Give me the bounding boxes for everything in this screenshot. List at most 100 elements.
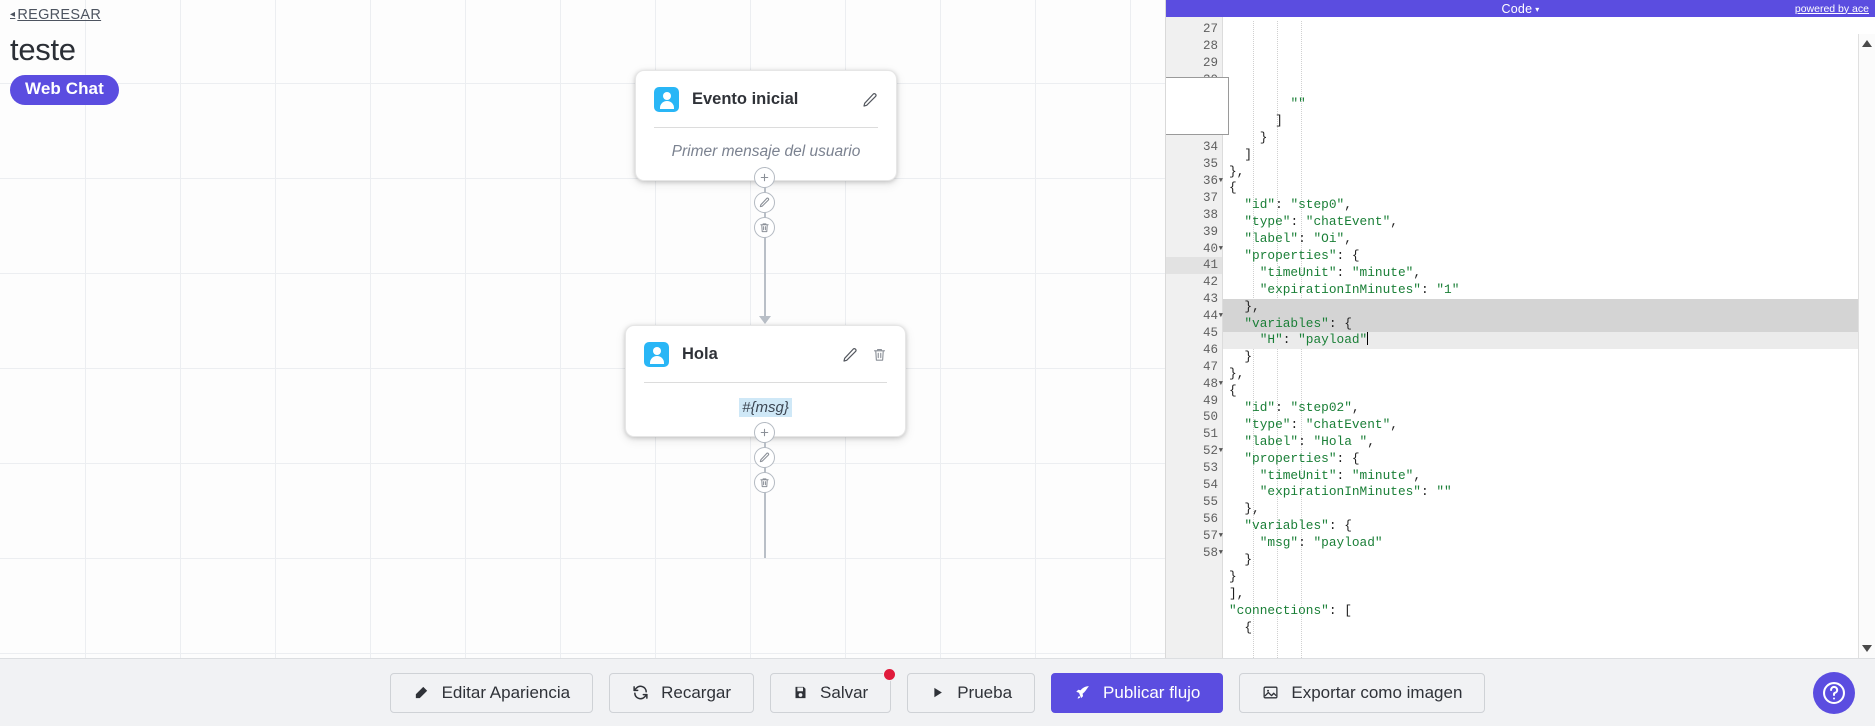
code-panel-title[interactable]: Code▾: [1166, 2, 1875, 16]
code-line[interactable]: "type": "chatEvent",: [1244, 214, 1398, 230]
divider: [654, 127, 878, 128]
powered-by-link[interactable]: powered by ace: [1794, 2, 1869, 15]
code-line[interactable]: "msg": "payload": [1259, 535, 1383, 551]
flow-node-evento-inicial[interactable]: Evento inicial Primer mensaje del usuari…: [635, 70, 897, 181]
chevron-right-icon: ❯: [1166, 93, 1167, 119]
fold-arrow-icon: ▼: [1218, 447, 1223, 456]
triangle-down-icon[interactable]: [1862, 645, 1872, 652]
export-image-button[interactable]: Exportar como imagen: [1239, 672, 1486, 713]
fold-arrow-icon: ▼: [1218, 531, 1223, 540]
code-line[interactable]: "properties": {: [1244, 248, 1360, 264]
triangle-up-icon[interactable]: [1862, 40, 1872, 47]
code-line[interactable]: }: [1229, 552, 1253, 568]
line-number: 45: [1202, 326, 1218, 341]
line-number: 48▼: [1202, 376, 1223, 391]
code-line[interactable]: "properties": {: [1244, 450, 1360, 466]
code-line[interactable]: "timeUnit": "minute",: [1259, 467, 1421, 483]
publish-flow-button[interactable]: Publicar flujo: [1051, 672, 1224, 713]
code-line[interactable]: "type": "chatEvent",: [1244, 416, 1398, 432]
code-line[interactable]: "label": "Oi",: [1244, 231, 1352, 247]
delete-connection-button[interactable]: [754, 472, 775, 493]
delete-connection-button[interactable]: [754, 217, 775, 238]
add-node-button[interactable]: [754, 167, 775, 188]
chevron-down-icon: ▾: [1535, 4, 1540, 14]
help-button[interactable]: [1813, 672, 1855, 714]
flow-node-hola[interactable]: Hola #{msg}: [625, 325, 906, 437]
code-editor-panel[interactable]: Code▾ powered by ace 272829303132▼333435…: [1165, 0, 1875, 658]
reload-button[interactable]: Recargar: [609, 672, 755, 713]
line-number: 54: [1202, 478, 1218, 493]
divider: [644, 382, 887, 383]
code-line[interactable]: }: [1229, 129, 1268, 145]
code-line[interactable]: "id": "step02",: [1244, 400, 1360, 416]
save-button[interactable]: Salvar: [770, 667, 897, 713]
line-number: 36▼: [1202, 174, 1223, 189]
connector-tools-1: [754, 167, 775, 238]
code-line[interactable]: ]: [1229, 112, 1283, 128]
connector-arrow-1: [759, 316, 771, 324]
code-line[interactable]: },: [1229, 501, 1260, 517]
line-number: 35: [1202, 157, 1218, 172]
code-line[interactable]: "timeUnit": "minute",: [1259, 264, 1421, 280]
code-line[interactable]: {: [1229, 619, 1253, 635]
code-line[interactable]: "variables": {: [1244, 518, 1352, 534]
line-number: 28: [1202, 38, 1218, 53]
edit-connection-button[interactable]: [754, 447, 775, 468]
code-line[interactable]: "label": "Hola ",: [1244, 433, 1375, 449]
edit-connection-button[interactable]: [754, 192, 775, 213]
code-line[interactable]: ],: [1229, 585, 1245, 601]
code-line[interactable]: {: [1229, 180, 1237, 196]
channel-badge: Web Chat: [10, 75, 119, 105]
refresh-icon: [632, 684, 649, 701]
edit-appearance-button[interactable]: Editar Apariencia: [389, 672, 594, 713]
button-label: Prueba: [957, 682, 1013, 702]
code-line[interactable]: "": [1290, 96, 1306, 111]
code-line[interactable]: }: [1229, 349, 1253, 365]
code-line[interactable]: },: [1229, 163, 1245, 179]
code-line[interactable]: "id": "step0",: [1244, 197, 1352, 213]
code-line[interactable]: {: [1229, 383, 1237, 399]
pencil-icon[interactable]: [862, 92, 878, 108]
button-label: Publicar flujo: [1103, 682, 1201, 702]
pencil-icon[interactable]: [842, 347, 858, 363]
line-number: 58▼: [1202, 545, 1223, 560]
line-number: 50: [1202, 410, 1218, 425]
connector-line-1: [764, 167, 766, 322]
connector-tools-2: [754, 422, 775, 493]
line-number: 27: [1202, 22, 1218, 36]
node-title: Evento inicial: [692, 90, 799, 108]
save-icon: [793, 685, 808, 700]
node-header: Evento inicial: [636, 71, 896, 127]
line-number: 39: [1202, 224, 1218, 239]
code-line[interactable]: },: [1229, 366, 1245, 382]
code-line[interactable]: "connections": [: [1229, 602, 1352, 618]
line-number: 34: [1202, 140, 1218, 155]
code-line[interactable]: "H": "payload": [1223, 332, 1875, 350]
line-number: 41: [1166, 257, 1222, 275]
code-line[interactable]: }: [1229, 568, 1237, 584]
node-title: Hola: [682, 345, 718, 363]
code-line[interactable]: "expirationInMinutes": "": [1259, 484, 1452, 500]
flow-canvas[interactable]: ◂REGRESAR teste Web Chat Evento inicial …: [0, 0, 1165, 658]
line-number: 44▼: [1202, 309, 1223, 324]
test-button[interactable]: Prueba: [907, 672, 1036, 713]
trash-icon[interactable]: [872, 347, 887, 362]
code-fold-widget[interactable]: ❯: [1166, 77, 1229, 135]
back-link-label: REGRESAR: [17, 7, 102, 23]
bottom-toolbar: Editar Apariencia Recargar Salvar Prueba Pub…: [0, 658, 1875, 726]
code-area[interactable]: 272829303132▼33343536▼37383940▼41424344▼…: [1166, 17, 1875, 658]
page-title: teste: [10, 32, 76, 67]
add-node-button[interactable]: [754, 422, 775, 443]
code-line[interactable]: "expirationInMinutes": "1": [1259, 281, 1460, 297]
line-number: 40▼: [1202, 241, 1223, 256]
code-line[interactable]: ]: [1229, 146, 1253, 162]
code-line[interactable]: },: [1223, 298, 1875, 316]
back-link[interactable]: ◂REGRESAR: [10, 7, 101, 23]
rocket-icon: [1074, 684, 1091, 701]
node-body: Primer mensaje del usuario: [671, 143, 861, 160]
code-line[interactable]: "variables": {: [1223, 315, 1875, 333]
code-panel-titlebar: Code▾ powered by ace: [1166, 0, 1875, 17]
code-content[interactable]: "" ] } ]},{ "id": "step0", "type": "chat…: [1223, 17, 1875, 658]
edit-square-icon: [413, 684, 430, 701]
code-vertical-scrollbar[interactable]: [1858, 34, 1875, 658]
